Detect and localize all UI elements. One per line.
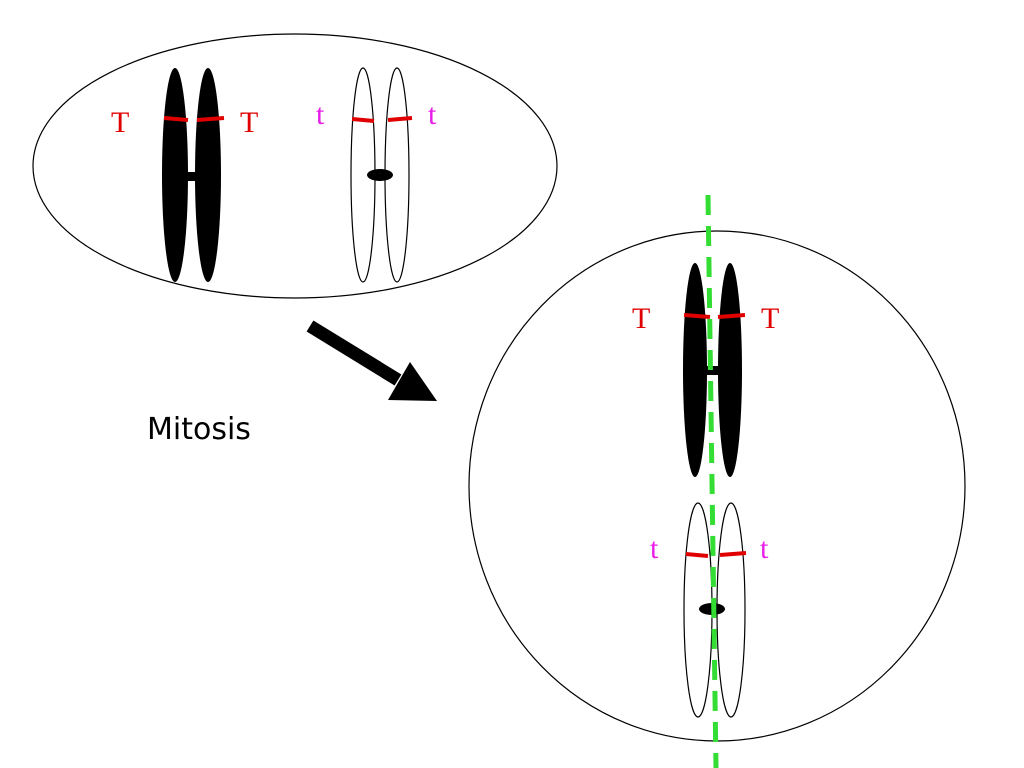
arrow-down-right-icon <box>306 320 437 401</box>
dividing-dark-chromatid-right <box>718 263 742 477</box>
dividing-allele-T-left: T <box>632 302 650 335</box>
parent-allele-t-left: t <box>316 98 325 131</box>
parent-cell: T T t t <box>32 33 558 299</box>
division-plane-line <box>705 194 719 768</box>
dividing-allele-t-left: t <box>650 532 659 565</box>
parent-allele-T-right: T <box>240 106 258 139</box>
dividing-light-locus-right <box>719 551 747 557</box>
parent-dark-chromosome: T T <box>111 68 258 282</box>
dividing-cell: T T t t <box>468 194 966 768</box>
dividing-dark-chromosome: T T <box>632 263 779 477</box>
parent-light-locus-left <box>351 117 375 123</box>
dividing-light-locus-left <box>685 552 709 558</box>
parent-allele-t-right: t <box>428 98 437 131</box>
dividing-dark-locus-right <box>717 313 746 319</box>
parent-allele-T-left: T <box>111 106 129 139</box>
parent-light-chromosome: t t <box>316 67 437 283</box>
dividing-dark-centromere <box>705 366 721 375</box>
parent-dark-locus-left <box>163 116 189 122</box>
dividing-allele-T-right: T <box>761 302 779 335</box>
parent-light-locus-right <box>387 116 413 122</box>
parent-cell-membrane <box>32 33 558 299</box>
parent-light-centromere <box>367 169 393 181</box>
dividing-dark-chromatid-left <box>683 263 707 477</box>
dividing-light-chromosome: t t <box>650 502 769 718</box>
dividing-allele-t-right: t <box>760 532 769 565</box>
process-label: Mitosis <box>147 412 251 447</box>
parent-dark-chromatid-left <box>162 68 188 282</box>
parent-dark-locus-right <box>196 116 225 122</box>
parent-dark-centromere <box>185 172 201 181</box>
dividing-dark-locus-left <box>683 313 711 319</box>
